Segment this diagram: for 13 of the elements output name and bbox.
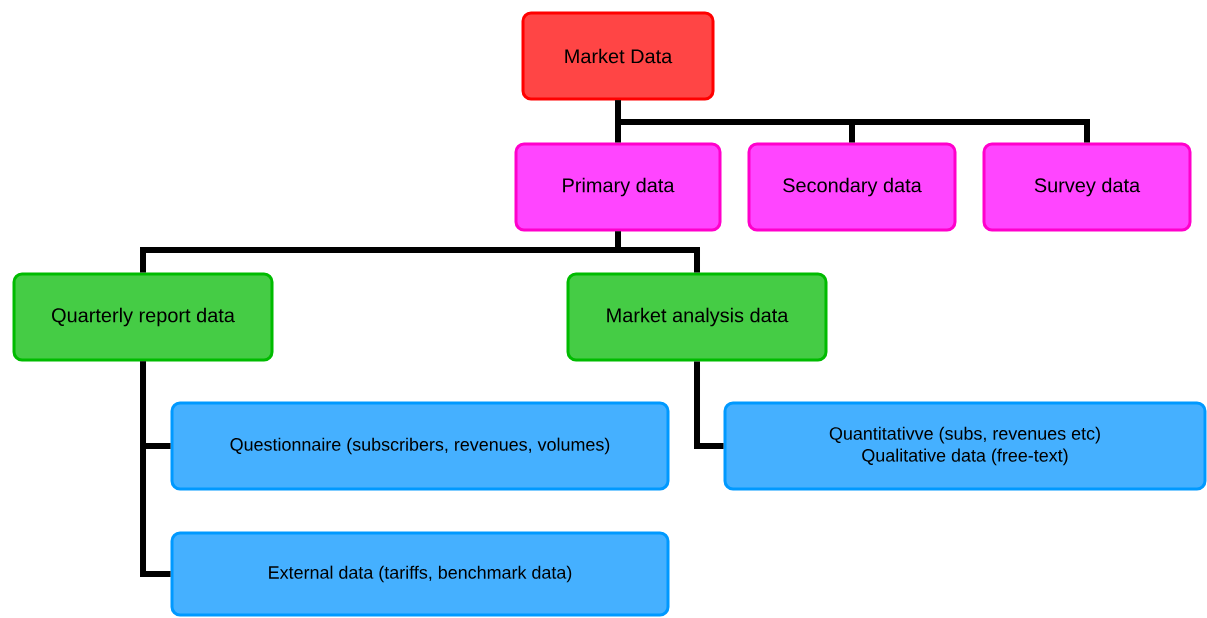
process-box: Market analysis data <box>566 272 828 362</box>
connector <box>615 231 700 273</box>
process-box: Survey data <box>982 142 1192 232</box>
process-box: Market Data <box>521 11 715 101</box>
connector <box>694 361 724 449</box>
process-box: External data (tariffs, benchmark data) <box>170 531 670 617</box>
process-box: Quantitativve (subs, revenues etc) Qualitative data (free-text) <box>723 401 1207 491</box>
connector <box>140 361 171 577</box>
process-box: Secondary data <box>747 142 957 232</box>
connector <box>615 100 1090 143</box>
process-box: Primary data <box>514 142 722 232</box>
process-box: Questionnaire (subscribers, revenues, volumes) <box>170 401 670 491</box>
process-box: Quarterly report data <box>12 272 274 362</box>
